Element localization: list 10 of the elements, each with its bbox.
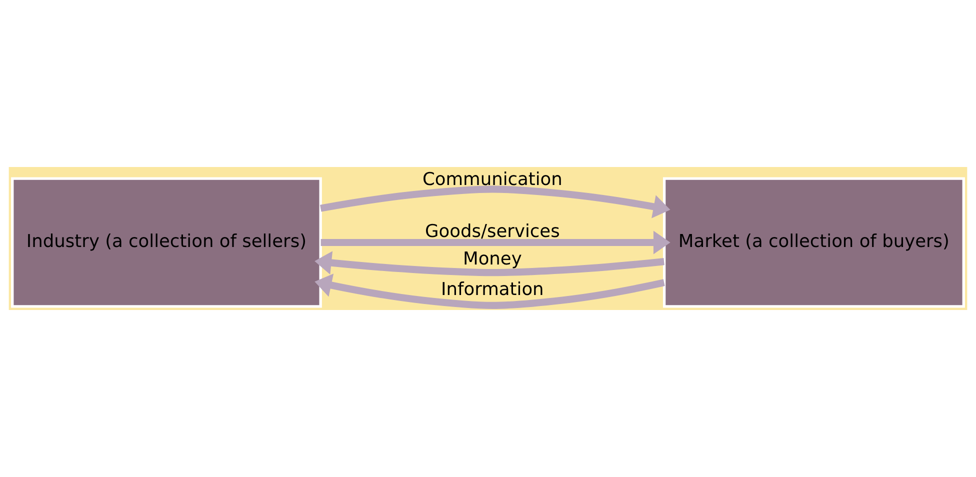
arrow — [320, 230, 670, 254]
node-box: Market (a collection of buyers) — [662, 177, 965, 308]
arrow — [314, 251, 664, 276]
node-box: Industry (a collection of sellers) — [11, 177, 322, 308]
edge-label: Money — [463, 250, 522, 270]
edge-label: Goods/services — [425, 222, 560, 242]
arrow — [320, 186, 670, 218]
arrow — [314, 274, 665, 309]
edge-label: Information — [441, 280, 544, 300]
edge-label: Communication — [422, 170, 562, 190]
